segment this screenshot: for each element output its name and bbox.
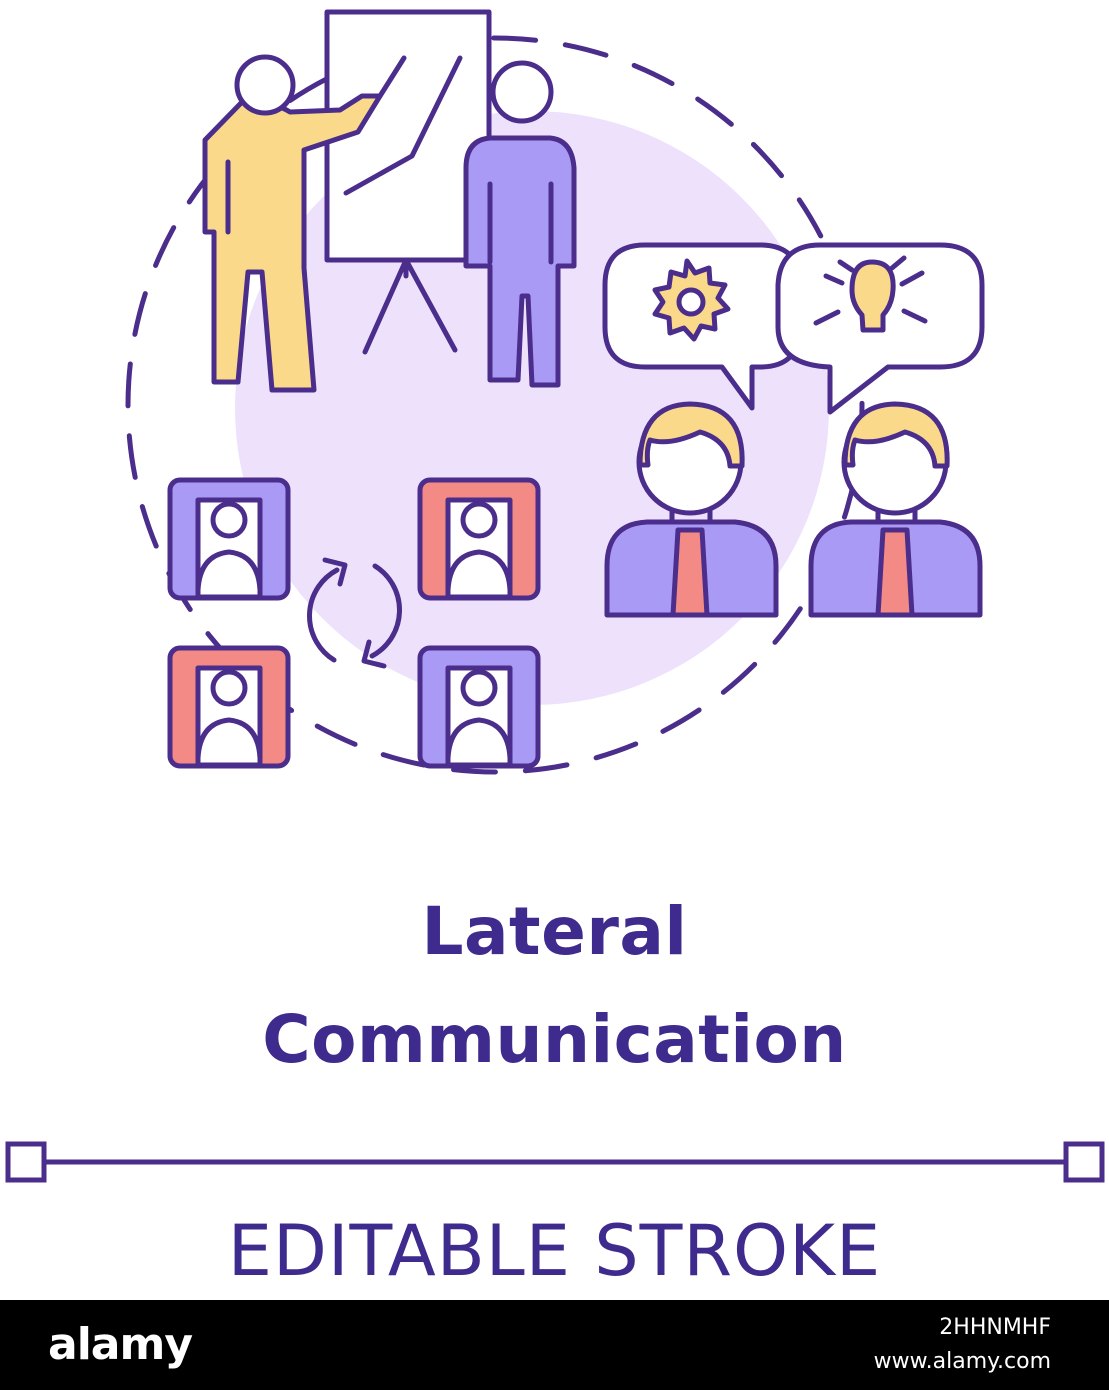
image-id: 2HHNMHF bbox=[939, 1315, 1051, 1340]
presenter-icon bbox=[202, 54, 383, 393]
title-line-1: Lateral bbox=[421, 893, 688, 970]
listener-icon bbox=[463, 60, 577, 388]
site-url[interactable]: www.alamy.com bbox=[873, 1349, 1051, 1374]
dashed-ring bbox=[125, 35, 865, 775]
concept-illustration bbox=[125, 9, 985, 775]
title-line-2: Communication bbox=[262, 1001, 847, 1078]
stroke-handle-left bbox=[5, 1141, 47, 1183]
profile-card-icon bbox=[167, 477, 291, 601]
flipchart-icon bbox=[324, 9, 492, 355]
stroke-handle-right bbox=[1063, 1141, 1105, 1183]
lightbulb-icon bbox=[813, 255, 928, 333]
businessman-icon bbox=[604, 401, 779, 618]
profile-card-icon bbox=[417, 645, 541, 769]
gear-icon bbox=[652, 258, 731, 342]
editable-stroke-divider bbox=[5, 1141, 1105, 1183]
cycle-arrows-icon bbox=[307, 557, 402, 669]
brand-logo: alamy bbox=[48, 1319, 193, 1370]
profile-card-icon bbox=[417, 477, 541, 601]
footer-bar: alamy 2HHNMHF www.alamy.com bbox=[0, 1300, 1109, 1390]
profile-card-icon bbox=[167, 645, 291, 769]
editable-stroke-label: EDITABLE STROKE bbox=[227, 1210, 882, 1292]
businessman-icon bbox=[808, 401, 983, 618]
